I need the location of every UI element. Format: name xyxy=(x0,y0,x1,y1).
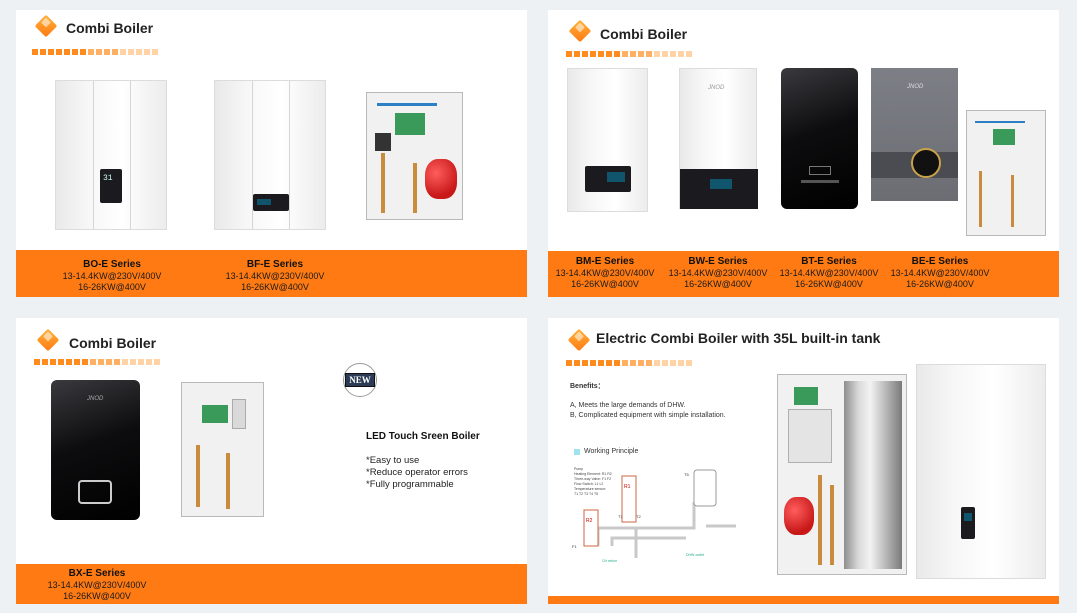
svg-text:DHW outlet: DHW outlet xyxy=(686,553,704,557)
slide-electric-combi-35l: Electric Combi Boiler with 35L built-in … xyxy=(548,318,1059,604)
benefits-block: Benefits： A, Meets the large demands of … xyxy=(570,383,726,419)
svg-text:T1 T2 T3 T4 T5: T1 T2 T3 T4 T5 xyxy=(574,492,598,496)
diamond-logo-icon xyxy=(568,19,592,43)
boiler-tank-internal-image xyxy=(777,374,907,575)
svg-text:Pump: Pump xyxy=(574,467,583,471)
title-dot-divider xyxy=(566,360,692,366)
title-dot-divider xyxy=(32,49,158,55)
svg-text:Heating Element: R1 R2: Heating Element: R1 R2 xyxy=(574,472,612,476)
model-caption-bx-e: BX-E Series 13-14.4KW@230V/400V 16-26KW@… xyxy=(47,568,147,601)
svg-text:R1: R1 xyxy=(624,484,631,490)
svg-text:CH return: CH return xyxy=(602,559,617,563)
slide-title: Combi Boiler xyxy=(600,26,688,42)
boiler-display-icon xyxy=(585,166,631,192)
bw-e-boiler-image: JNOD xyxy=(679,68,758,209)
svg-text:T5: T5 xyxy=(684,472,689,477)
boiler-internal-image xyxy=(181,382,264,517)
title-dot-divider xyxy=(34,359,160,365)
footer-band xyxy=(548,596,1059,604)
boiler-display-icon xyxy=(253,194,289,211)
diamond-logo-icon xyxy=(34,14,58,38)
slide-combi-boiler-3: Combi Boiler JNOD NEW LED Touch Sreen Bo… xyxy=(16,318,527,604)
boiler-35l-exterior-image xyxy=(916,364,1046,579)
model-caption-bo-e: BO-E Series 13-14.4KW@230V/400V 16-26KW@… xyxy=(62,259,162,292)
svg-text:Three-way Valve: F1 F2: Three-way Valve: F1 F2 xyxy=(574,477,611,481)
diamond-logo-icon xyxy=(567,328,591,352)
slide-title: Combi Boiler xyxy=(69,335,157,351)
bx-e-boiler-image: JNOD xyxy=(51,380,140,520)
svg-text:R2: R2 xyxy=(586,518,593,524)
model-caption-bt-e: BT-E Series 13-14.4KW@230V/400V 16-26KW@… xyxy=(779,256,879,289)
model-caption-be-e: BE-E Series 13-14.4KW@230V/400V 16-26KW@… xyxy=(890,256,990,289)
model-caption-bw-e: BW-E Series 13-14.4KW@230V/400V 16-26KW@… xyxy=(668,256,768,289)
title-dot-divider xyxy=(566,51,692,57)
boiler-display-icon xyxy=(961,507,975,539)
svg-text:Flow Switch: L1 L2: Flow Switch: L1 L2 xyxy=(574,482,603,486)
boiler-display-icon xyxy=(680,169,758,209)
model-caption-bm-e: BM-E Series 13-14.4KW@230V/400V 16-26KW@… xyxy=(555,256,655,289)
heater-r2-box xyxy=(583,509,599,547)
slide-title: Combi Boiler xyxy=(66,20,154,36)
svg-text:F1: F1 xyxy=(572,544,577,549)
tank-box xyxy=(693,469,717,507)
feature-list: *Easy to use *Reduce operator errors *Fu… xyxy=(366,455,468,490)
slide-title: Electric Combi Boiler with 35L built-in … xyxy=(596,330,881,346)
slide-combi-boiler-2: Combi Boiler JNOD JNOD BM-E Series 13-14… xyxy=(548,10,1059,297)
bm-e-boiler-image xyxy=(567,68,648,212)
feature-title: LED Touch Sreen Boiler xyxy=(366,431,480,442)
bo-e-boiler-image: 31 xyxy=(55,80,167,230)
diamond-logo-icon xyxy=(36,328,60,352)
svg-text:T1: T1 xyxy=(618,514,623,519)
bt-e-boiler-image xyxy=(781,68,858,209)
new-badge-icon: NEW xyxy=(343,363,377,397)
working-principle-diagram: R1 R2 T1 T2 T5 F1 CH return DHW outlet P… xyxy=(572,467,736,563)
footer-band xyxy=(548,251,1059,297)
square-bullet-icon xyxy=(574,448,580,455)
slide-combi-boiler-1: Combi Boiler 31 BO-E Series 13-14.4KW@23… xyxy=(16,10,527,297)
bf-e-boiler-image xyxy=(214,80,326,230)
boiler-internal-image xyxy=(366,92,463,220)
footer-band xyxy=(16,564,527,604)
model-caption-bf-e: BF-E Series 13-14.4KW@230V/400V 16-26KW@… xyxy=(225,259,325,292)
svg-text:Temperature sensor:: Temperature sensor: xyxy=(574,487,606,491)
be-e-boiler-image: JNOD xyxy=(871,68,958,201)
footer-band xyxy=(16,250,527,297)
svg-text:T2: T2 xyxy=(636,514,641,519)
boiler-internal-image xyxy=(966,110,1046,236)
boiler-display-icon: 31 xyxy=(100,169,122,203)
working-principle-label: Working Principle xyxy=(574,448,638,455)
heater-r1-box xyxy=(621,475,637,523)
